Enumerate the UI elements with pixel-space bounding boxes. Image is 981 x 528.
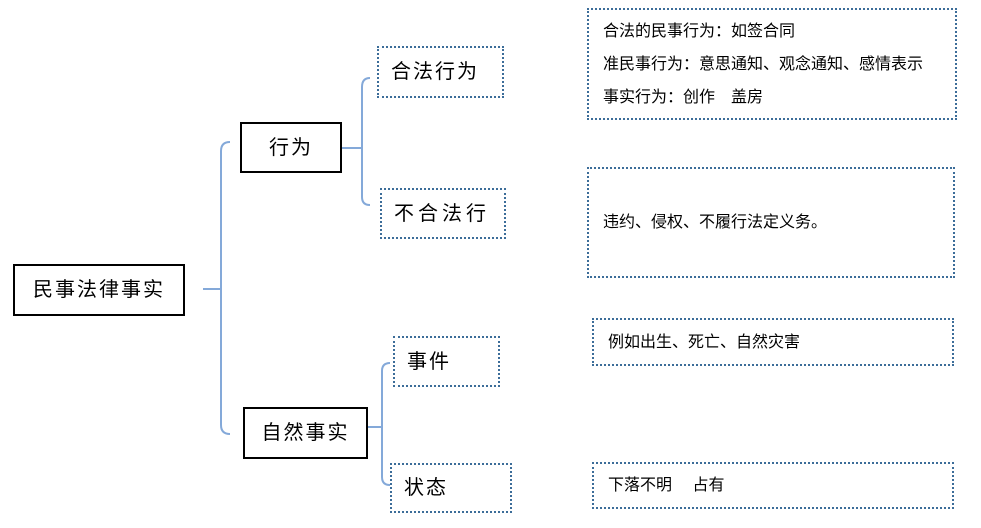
natural-facts-bracket-connector <box>381 362 391 486</box>
note-line: 例如出生、死亡、自然灾害 <box>608 333 801 351</box>
note-events-detail[interactable]: 例如出生、死亡、自然灾害 <box>592 318 954 366</box>
node-conduct[interactable]: 行为 <box>240 122 342 173</box>
node-unlawful-acts[interactable]: 不合法行 <box>380 188 506 239</box>
node-label: 民事法律事实 <box>33 279 165 301</box>
note-line: 合法的民事行为：如签合同 <box>603 22 796 40</box>
note-unlawful-acts-detail[interactable]: 违约、侵权、不履行法定义务。 <box>587 167 955 278</box>
note-line: 准民事行为：意思通知、观念通知、感情表示 <box>603 55 924 73</box>
node-label: 自然事实 <box>261 422 350 444</box>
node-lawful-acts[interactable]: 合法行为 <box>377 46 504 98</box>
node-events[interactable]: 事件 <box>393 336 500 387</box>
note-line: 事实行为：创作 盖房 <box>603 88 764 106</box>
node-label: 状态 <box>404 477 448 499</box>
node-label: 合法行为 <box>391 61 479 83</box>
note-lawful-acts-detail[interactable]: 合法的民事行为：如签合同 准民事行为：意思通知、观念通知、感情表示 事实行为：创… <box>587 8 957 120</box>
node-label: 不合法行 <box>394 202 490 225</box>
note-line: 下落不明 占有 <box>608 477 725 494</box>
conduct-bracket-connector <box>361 77 371 206</box>
note-line: 违约、侵权、不履行法定义务。 <box>603 214 828 231</box>
node-states[interactable]: 状态 <box>390 463 512 513</box>
node-label: 事件 <box>407 350 451 373</box>
note-states-detail[interactable]: 下落不明 占有 <box>592 462 954 509</box>
root-bracket-connector <box>220 141 231 435</box>
node-civil-legal-facts[interactable]: 民事法律事实 <box>13 264 185 316</box>
node-natural-facts[interactable]: 自然事实 <box>243 407 368 459</box>
node-label: 行为 <box>269 136 313 159</box>
